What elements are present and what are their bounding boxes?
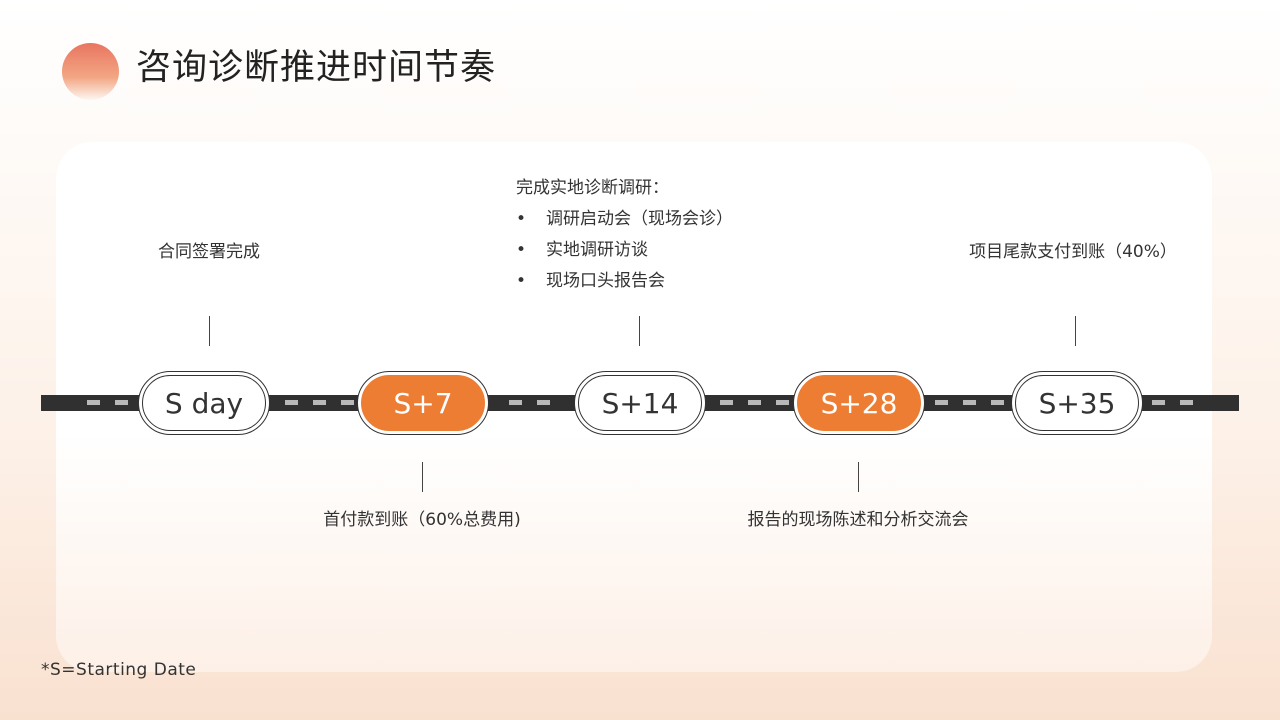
- bullet-icon: •: [516, 271, 527, 291]
- node-label: S+14: [578, 375, 702, 431]
- event-s14: 完成实地诊断调研： • 调研启动会（现场会诊） • 实地调研访谈 • 现场口头报…: [516, 176, 733, 300]
- list-item: • 现场口头报告会: [516, 269, 733, 300]
- connector-line: [209, 316, 210, 346]
- event-s7: 首付款到账（60%总费用): [323, 510, 521, 530]
- road-dash: [963, 400, 976, 405]
- timeline-node-s35: S+35: [1011, 371, 1143, 435]
- list-item-text: 调研启动会（现场会诊）: [546, 209, 733, 229]
- road-dash: [1152, 400, 1165, 405]
- event-s28: 报告的现场陈述和分析交流会: [747, 510, 969, 530]
- road-dash: [313, 400, 326, 405]
- node-label: S+35: [1015, 375, 1139, 431]
- connector-line: [1075, 316, 1076, 346]
- list-item: • 实地调研访谈: [516, 238, 733, 269]
- title-decoration-circle: [62, 43, 119, 100]
- event-s-day: 合同签署完成: [158, 242, 260, 262]
- event-s35: 项目尾款支付到账（40%）: [969, 242, 1177, 262]
- bullet-icon: •: [516, 240, 527, 260]
- event-s14-list: • 调研启动会（现场会诊） • 实地调研访谈 • 现场口头报告会: [516, 207, 733, 300]
- footnote: *S=Starting Date: [41, 660, 197, 680]
- bullet-icon: •: [516, 209, 527, 229]
- connector-line: [639, 316, 640, 346]
- event-s14-heading: 完成实地诊断调研：: [516, 178, 669, 198]
- timeline-node-s7: S+7: [357, 371, 489, 435]
- timeline-node-s28: S+28: [793, 371, 925, 435]
- page-title: 咨询诊断推进时间节奏: [136, 48, 497, 88]
- road-dash: [1180, 400, 1193, 405]
- connector-line: [422, 462, 423, 492]
- road-dash: [537, 400, 550, 405]
- road-dash: [87, 400, 100, 405]
- timeline-node-s-day: S day: [138, 371, 270, 435]
- connector-line: [858, 462, 859, 492]
- road-dash: [285, 400, 298, 405]
- road-dash: [991, 400, 1004, 405]
- list-item-text: 实地调研访谈: [546, 240, 648, 260]
- road-dash: [748, 400, 761, 405]
- node-label: S day: [142, 375, 266, 431]
- list-item: • 调研启动会（现场会诊）: [516, 207, 733, 238]
- road-dash: [720, 400, 733, 405]
- road-dash: [341, 400, 354, 405]
- road-dash: [935, 400, 948, 405]
- node-label: S+7: [361, 375, 485, 431]
- road-dash: [509, 400, 522, 405]
- node-label: S+28: [797, 375, 921, 431]
- timeline-node-s14: S+14: [574, 371, 706, 435]
- road-dash: [776, 400, 789, 405]
- list-item-text: 现场口头报告会: [546, 271, 665, 291]
- road-dash: [115, 400, 128, 405]
